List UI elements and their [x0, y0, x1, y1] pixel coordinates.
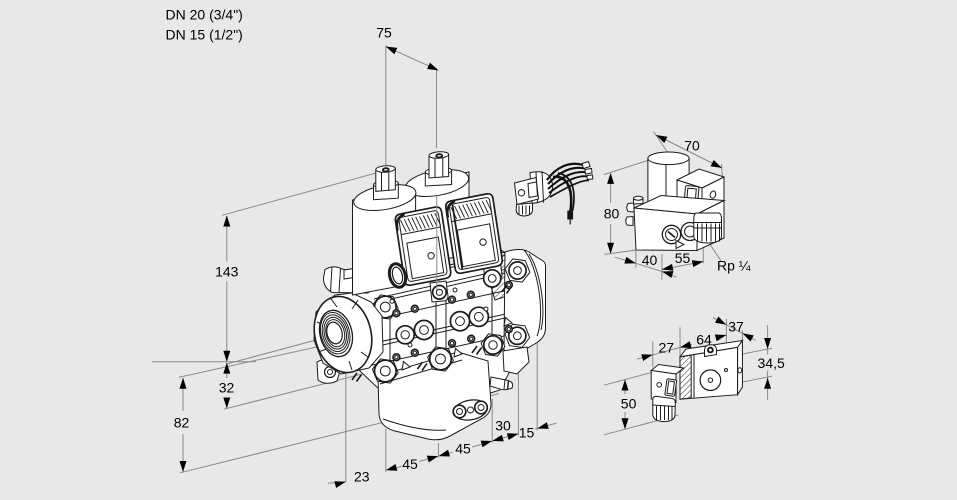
svg-text:75: 75 [376, 25, 392, 41]
svg-text:30: 30 [495, 418, 511, 434]
svg-text:50: 50 [621, 395, 637, 411]
svg-text:80: 80 [604, 206, 620, 222]
svg-text:Rp ¼: Rp ¼ [717, 258, 751, 274]
svg-text:55: 55 [675, 250, 691, 266]
svg-text:143: 143 [215, 264, 239, 280]
svg-text:15: 15 [519, 425, 535, 441]
svg-text:64: 64 [696, 332, 712, 348]
svg-text:23: 23 [354, 469, 370, 485]
svg-text:82: 82 [174, 415, 190, 431]
svg-text:27: 27 [659, 339, 675, 355]
svg-text:45: 45 [455, 440, 471, 456]
svg-text:34,5: 34,5 [758, 355, 785, 371]
svg-text:45: 45 [402, 456, 418, 472]
svg-text:40: 40 [642, 252, 658, 268]
svg-text:70: 70 [684, 138, 700, 154]
svg-text:32: 32 [219, 380, 235, 396]
svg-text:DN 20 (3/4"): DN 20 (3/4") [166, 7, 243, 23]
svg-text:37: 37 [728, 318, 744, 334]
svg-text:DN 15 (1/2"): DN 15 (1/2") [166, 27, 243, 43]
